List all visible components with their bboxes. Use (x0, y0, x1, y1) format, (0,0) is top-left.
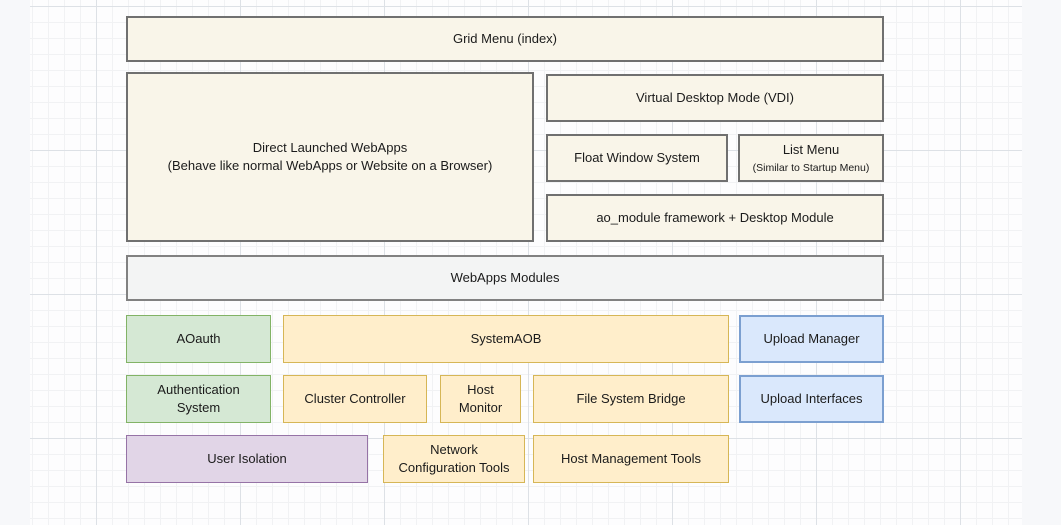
node-direct-launched-webapps-text: Direct Launched WebApps (Behave like nor… (168, 139, 493, 174)
node-host-monitor-line1: Host (459, 381, 502, 399)
node-host-monitor[interactable]: Host Monitor (440, 375, 521, 423)
node-upload-interfaces-label: Upload Interfaces (761, 390, 863, 408)
node-host-monitor-line2: Monitor (459, 399, 502, 417)
node-aoauth-label: AOauth (176, 330, 220, 348)
node-upload-manager-label: Upload Manager (763, 330, 859, 348)
node-float-window-system-label: Float Window System (574, 149, 700, 167)
node-virtual-desktop-mode-label: Virtual Desktop Mode (VDI) (636, 89, 794, 107)
node-system-aob[interactable]: SystemAOB (283, 315, 729, 363)
node-cluster-controller[interactable]: Cluster Controller (283, 375, 427, 423)
node-authentication-system[interactable]: Authentication System (126, 375, 271, 423)
node-network-configuration-tools-line2: Configuration Tools (398, 459, 509, 477)
node-direct-launched-webapps-line2: (Behave like normal WebApps or Website o… (168, 157, 493, 175)
node-user-isolation[interactable]: User Isolation (126, 435, 368, 483)
node-file-system-bridge[interactable]: File System Bridge (533, 375, 729, 423)
node-network-configuration-tools-line1: Network (398, 441, 509, 459)
node-network-configuration-tools[interactable]: Network Configuration Tools (383, 435, 525, 483)
node-upload-interfaces[interactable]: Upload Interfaces (739, 375, 884, 423)
node-direct-launched-webapps[interactable]: Direct Launched WebApps (Behave like nor… (126, 72, 534, 242)
node-float-window-system[interactable]: Float Window System (546, 134, 728, 182)
node-cluster-controller-label: Cluster Controller (304, 390, 405, 408)
node-network-configuration-tools-text: Network Configuration Tools (398, 441, 509, 476)
node-authentication-system-line1: Authentication (157, 381, 239, 399)
node-list-menu-sublabel: (Similar to Startup Menu) (753, 161, 870, 175)
node-ao-module-framework-label: ao_module framework + Desktop Module (596, 209, 833, 227)
node-list-menu[interactable]: List Menu (Similar to Startup Menu) (738, 134, 884, 182)
node-aoauth[interactable]: AOauth (126, 315, 271, 363)
node-virtual-desktop-mode[interactable]: Virtual Desktop Mode (VDI) (546, 74, 884, 122)
node-grid-menu[interactable]: Grid Menu (index) (126, 16, 884, 62)
node-authentication-system-text: Authentication System (157, 381, 239, 416)
node-webapps-modules[interactable]: WebApps Modules (126, 255, 884, 301)
node-user-isolation-label: User Isolation (207, 450, 286, 468)
node-file-system-bridge-label: File System Bridge (576, 390, 685, 408)
node-authentication-system-line2: System (157, 399, 239, 417)
node-webapps-modules-label: WebApps Modules (451, 269, 560, 287)
node-system-aob-label: SystemAOB (471, 330, 542, 348)
node-list-menu-text: List Menu (Similar to Startup Menu) (753, 141, 870, 175)
node-list-menu-label: List Menu (753, 141, 870, 159)
node-direct-launched-webapps-line1: Direct Launched WebApps (168, 139, 493, 157)
node-host-monitor-text: Host Monitor (459, 381, 502, 416)
node-host-management-tools[interactable]: Host Management Tools (533, 435, 729, 483)
node-upload-manager[interactable]: Upload Manager (739, 315, 884, 363)
node-host-management-tools-label: Host Management Tools (561, 450, 701, 468)
node-grid-menu-label: Grid Menu (index) (453, 30, 557, 48)
node-ao-module-framework[interactable]: ao_module framework + Desktop Module (546, 194, 884, 242)
